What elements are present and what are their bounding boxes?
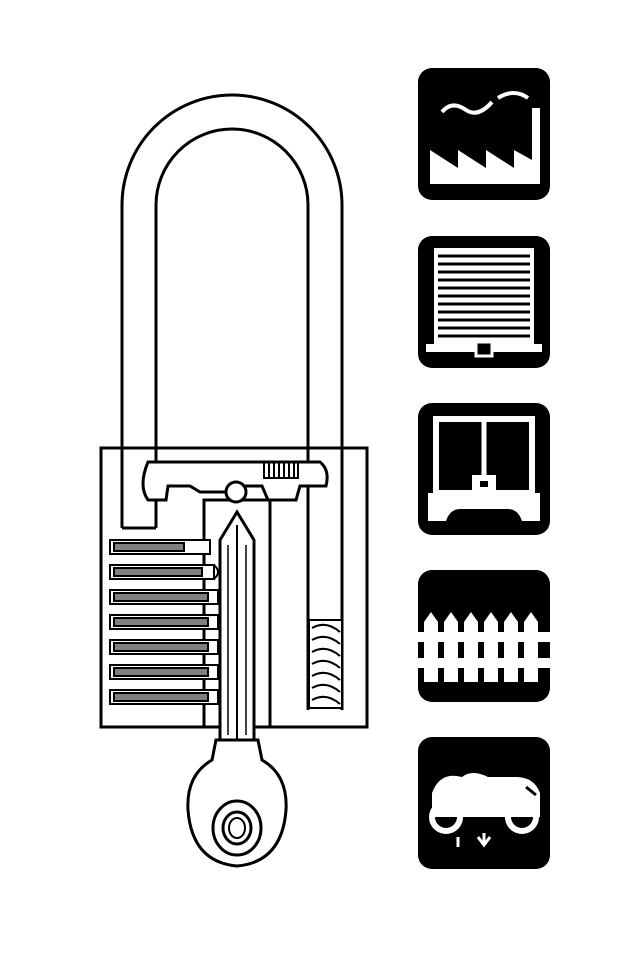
motorcycle-tile — [418, 737, 550, 869]
pin-stack — [109, 639, 223, 655]
pin-tumbler-stacks — [109, 539, 223, 705]
pin-stack — [109, 589, 223, 605]
pin-stack — [109, 689, 223, 705]
pin-stack — [109, 614, 223, 630]
roller-shutter-tile — [418, 236, 550, 368]
picket-fence-icon — [418, 570, 550, 702]
pin-stack — [109, 664, 223, 680]
pin-stack — [109, 564, 219, 580]
factory-icon — [418, 68, 550, 200]
gate-icon — [418, 403, 550, 535]
roller-shutter-icon — [418, 236, 550, 368]
factory-tile — [418, 68, 550, 200]
pin-stack — [109, 539, 211, 555]
key-bow — [186, 738, 288, 868]
cam-spring — [263, 461, 299, 479]
motorcycle-icon — [418, 737, 550, 869]
picket-fence-tile — [418, 570, 550, 702]
gate-tile — [418, 403, 550, 535]
shackle-spring — [308, 619, 343, 709]
key-blade — [218, 509, 256, 742]
